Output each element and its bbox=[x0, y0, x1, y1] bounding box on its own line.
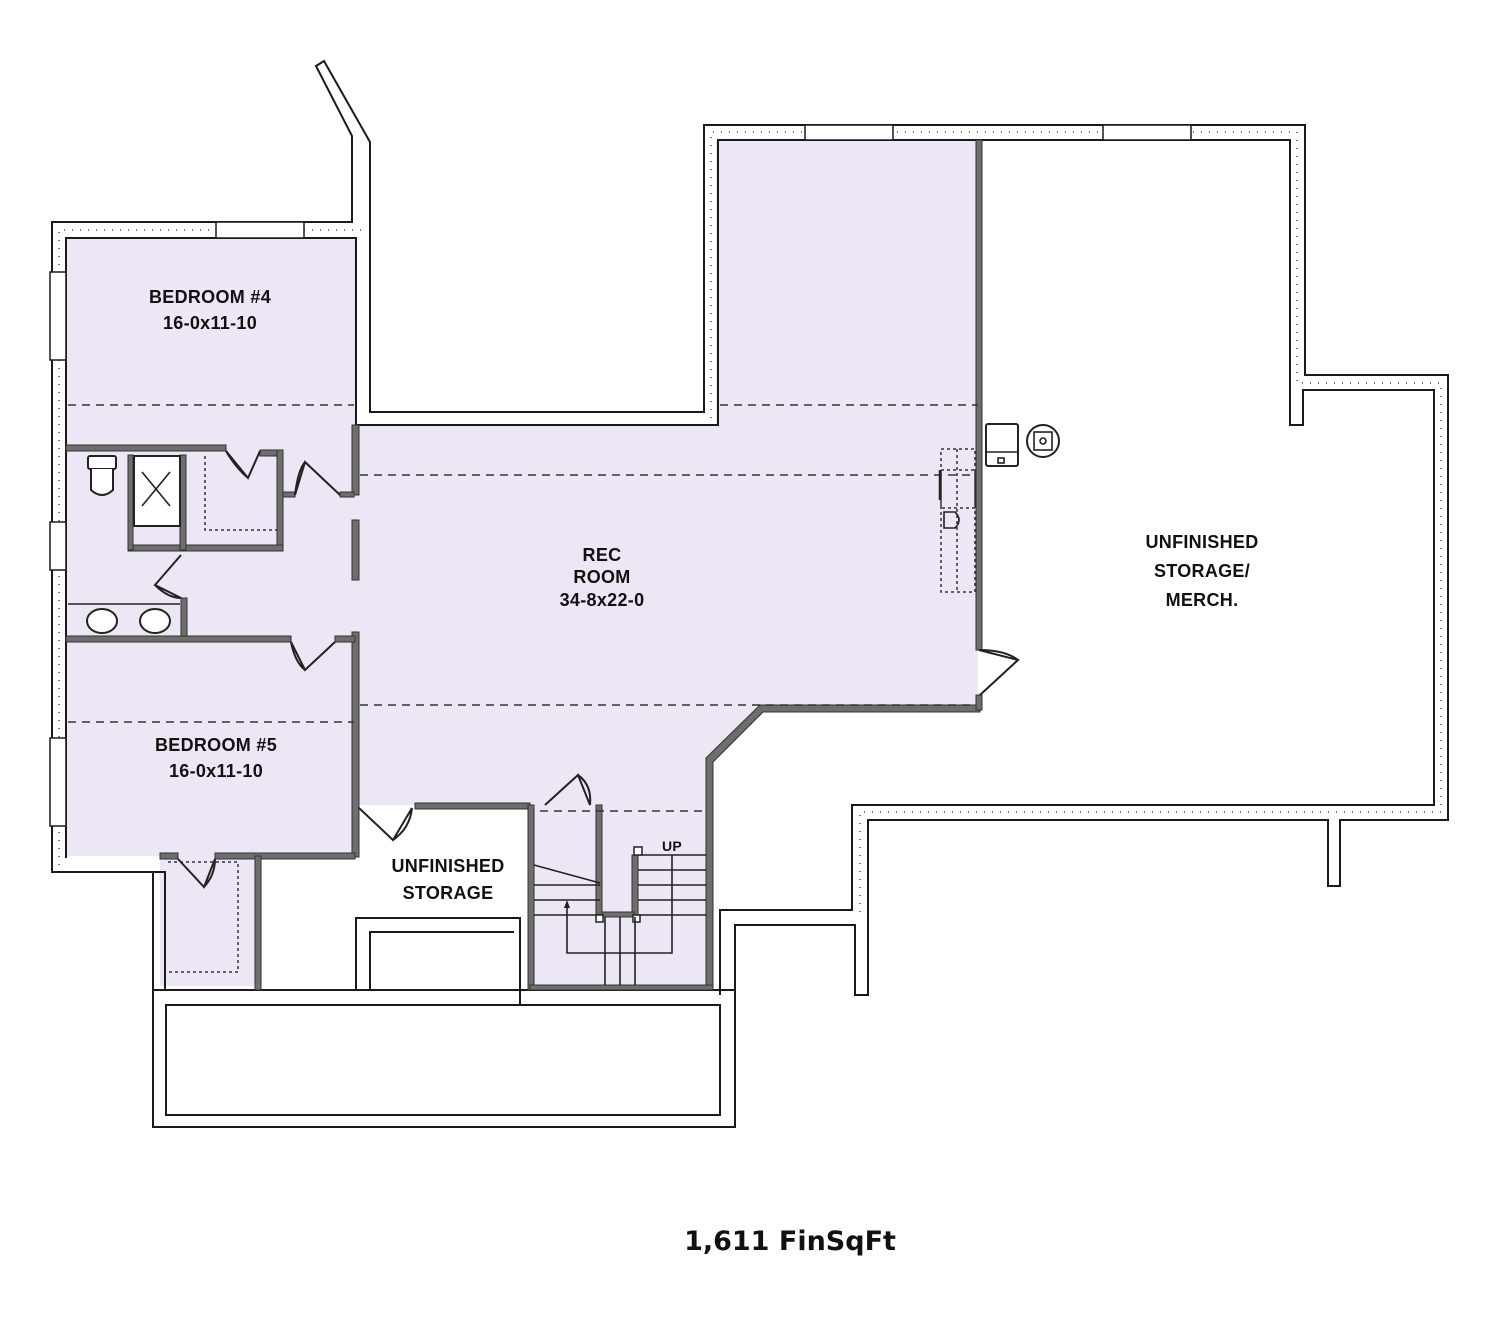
furnace-icon bbox=[1026, 424, 1060, 458]
room-label-unfinished-storage: UNFINISHED STORAGE bbox=[391, 853, 504, 907]
room-label-unfinished-storage-merch: UNFINISHED STORAGE/ MERCH. bbox=[1145, 528, 1258, 614]
water-heater-icon bbox=[985, 423, 1019, 467]
sink-right-icon bbox=[139, 608, 171, 634]
finished-area bbox=[66, 140, 978, 990]
room-name: BEDROOM #4 bbox=[148, 287, 272, 307]
room-name-line1: UNFINISHED bbox=[1145, 532, 1259, 552]
room-name-line2: STORAGE bbox=[402, 883, 494, 903]
doors bbox=[153, 450, 1021, 889]
room-name-line1: UNFINISHED bbox=[391, 856, 505, 876]
room-dimensions: 16-0x11-10 bbox=[162, 313, 258, 334]
room-name-line3: MERCH. bbox=[1165, 589, 1239, 610]
room-name-line2: STORAGE/ bbox=[1153, 560, 1251, 581]
stairs-up-label: UP bbox=[661, 838, 683, 854]
room-dimensions: 34-8x22-0 bbox=[559, 590, 645, 611]
interior-walls bbox=[65, 139, 983, 991]
sink-left-icon bbox=[86, 608, 118, 634]
beam-lines bbox=[68, 404, 978, 812]
foundation-walls bbox=[49, 59, 1449, 1128]
stair-arrow-icon bbox=[564, 900, 570, 908]
stairs bbox=[533, 846, 706, 985]
room-name-line2: ROOM bbox=[573, 566, 631, 587]
room-dimensions: 16-0x11-10 bbox=[168, 761, 264, 782]
mechanical bbox=[938, 423, 1060, 593]
toilet-icon bbox=[87, 455, 117, 470]
room-label-bedroom-4: BEDROOM #4 16-0x11-10 bbox=[149, 284, 271, 336]
room-label-bedroom-5: BEDROOM #5 16-0x11-10 bbox=[155, 732, 277, 784]
bath-fixtures bbox=[68, 455, 277, 973]
finished-sqft-label: 1,611 FinSqFt bbox=[684, 1226, 896, 1257]
room-name-line1: REC bbox=[582, 545, 622, 565]
room-label-rec-room: REC ROOM 34-8x22-0 bbox=[560, 545, 645, 612]
room-name: BEDROOM #5 bbox=[154, 735, 278, 755]
